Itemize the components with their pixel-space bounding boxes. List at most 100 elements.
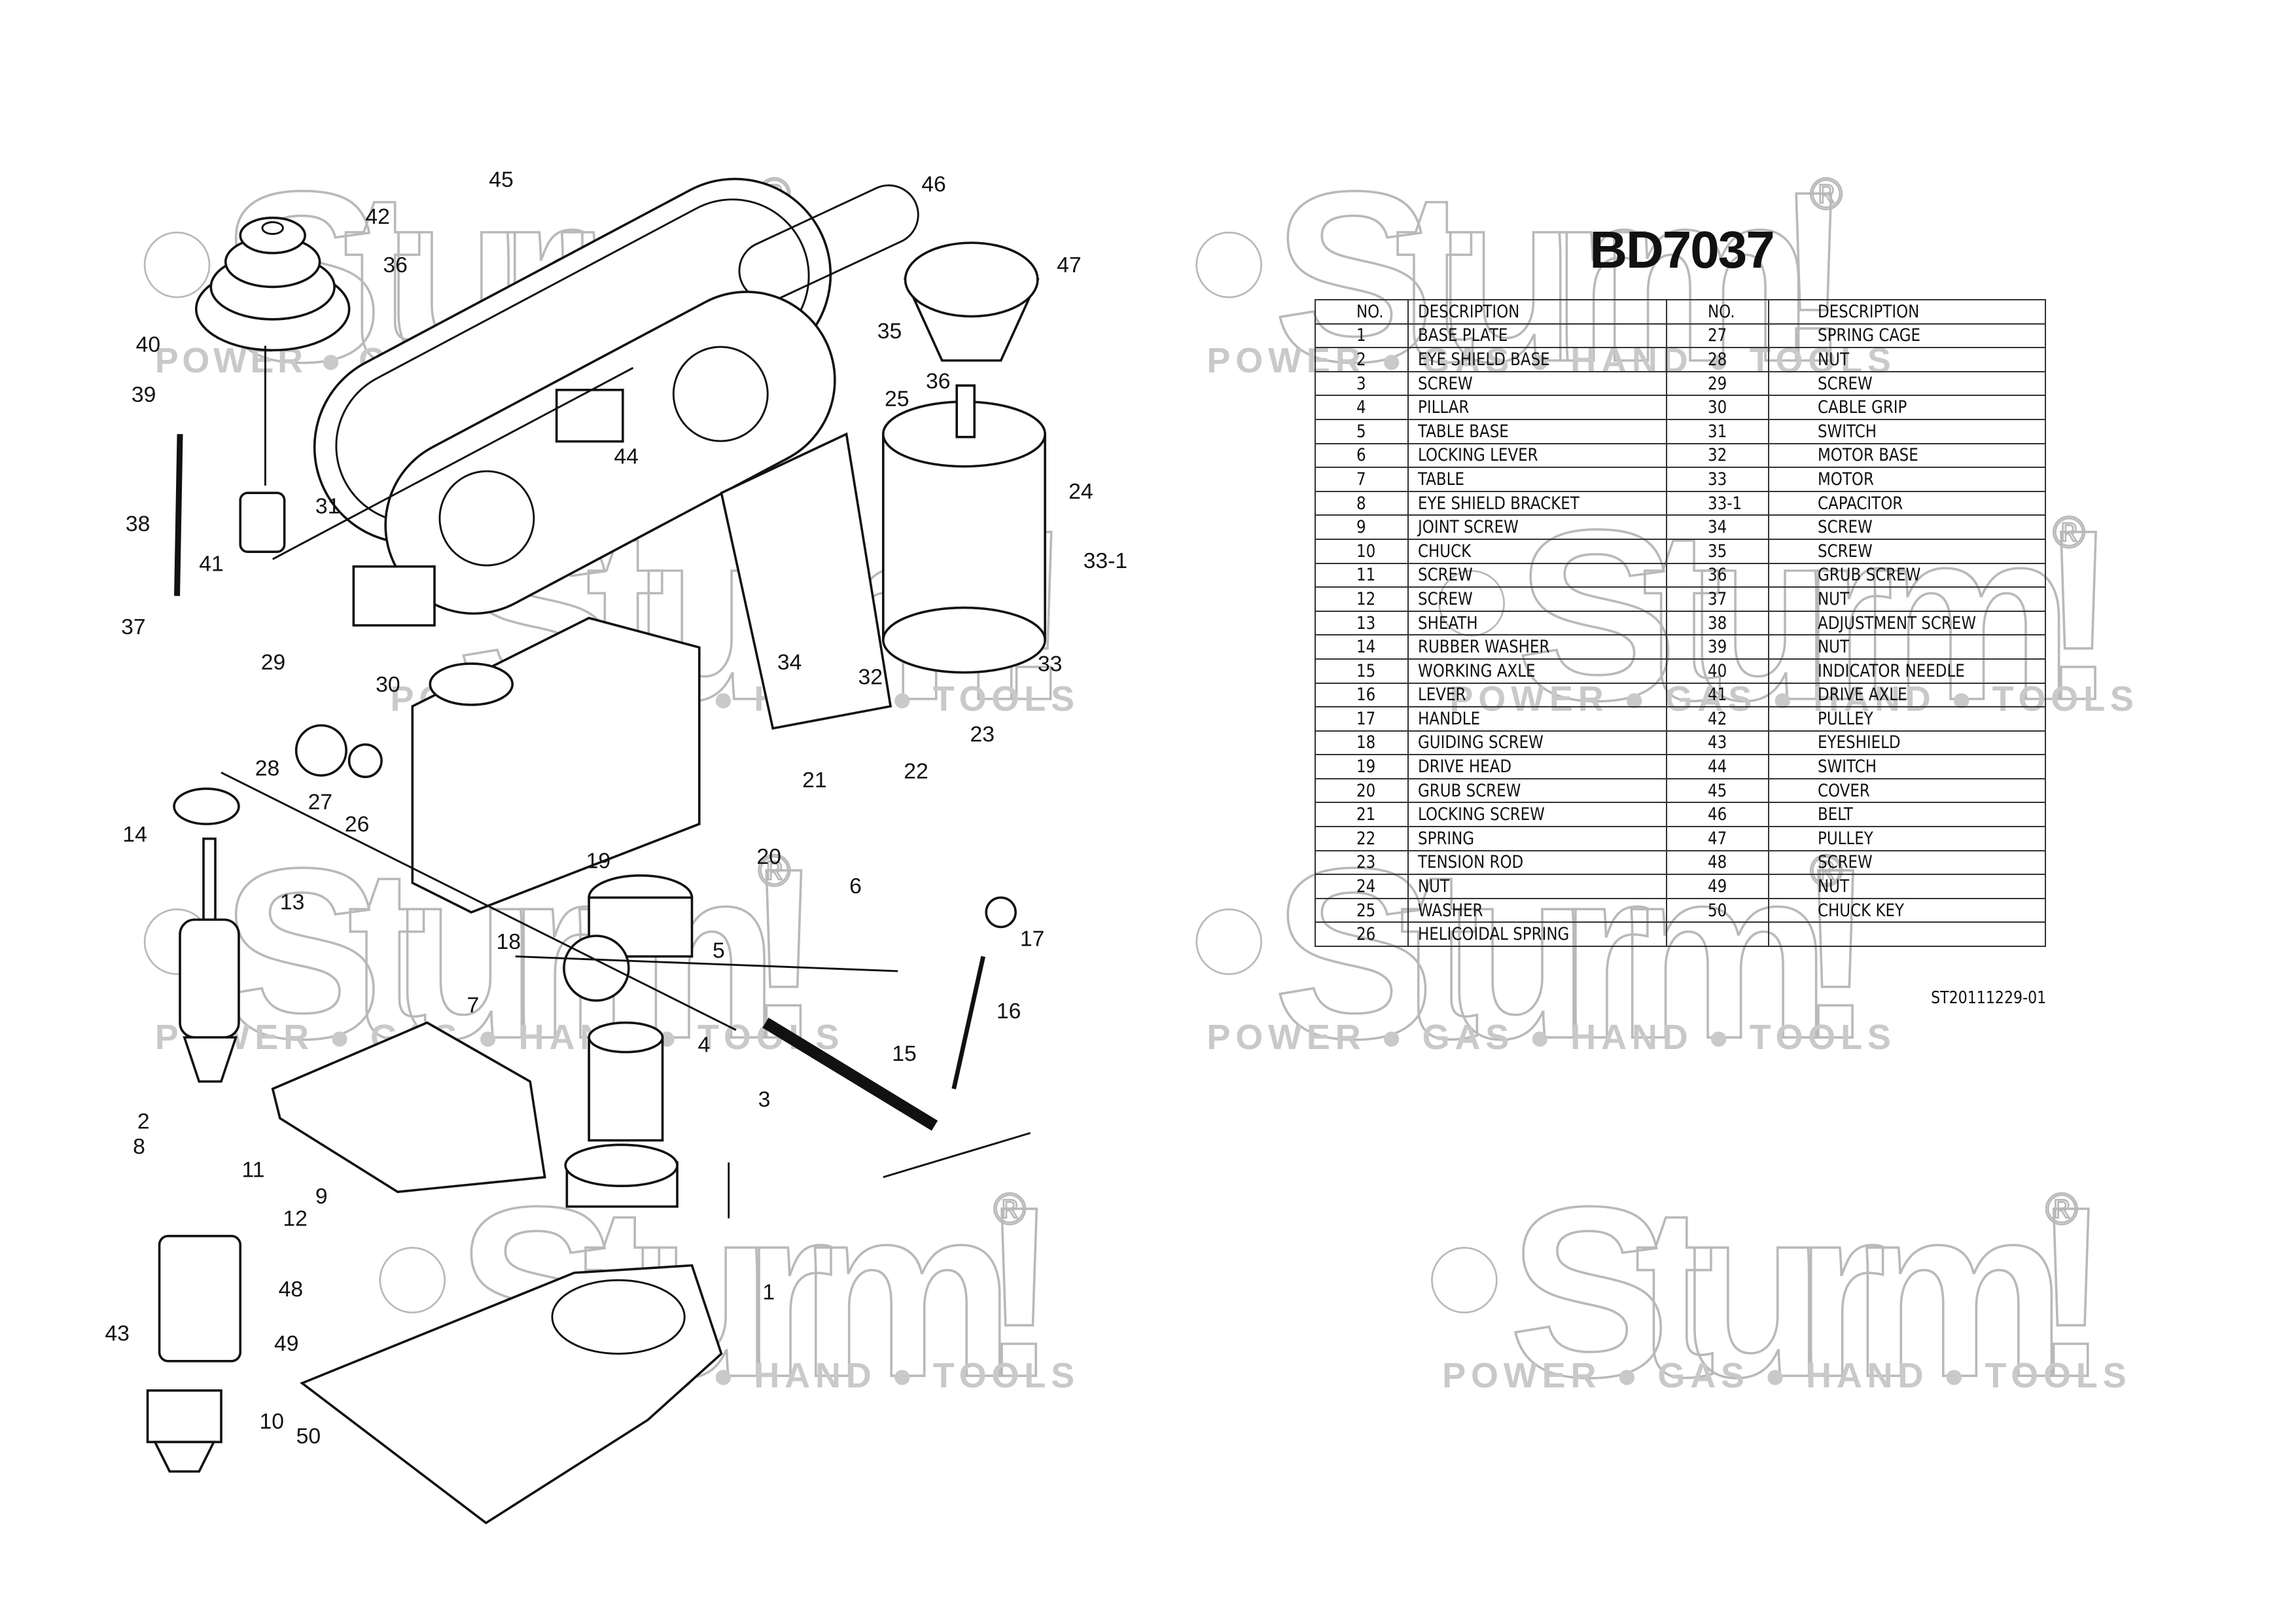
part-number: 34 <box>1666 514 1769 540</box>
callout: 28 <box>255 756 280 781</box>
part-number: 36 <box>1666 562 1769 588</box>
part-lever <box>951 955 985 1090</box>
part-number: 9 <box>1315 514 1409 540</box>
callout: 35 <box>877 319 902 344</box>
callout: 22 <box>904 758 928 783</box>
header-description: DESCRIPTION <box>1768 299 2046 325</box>
callout: 48 <box>279 1277 304 1302</box>
document-id: ST20111229-01 <box>1930 988 2046 1008</box>
part-number: 44 <box>1666 754 1769 779</box>
part-description: SHEATH <box>1407 610 1667 636</box>
part-number: 29 <box>1666 370 1769 397</box>
part-number: 2 <box>1315 347 1409 372</box>
svg-text:Sturm!: Sturm! <box>1508 1156 2111 1427</box>
callout: 38 <box>126 512 150 537</box>
callout: 8 <box>133 1134 145 1159</box>
callout: 27 <box>308 790 333 815</box>
part-number: 24 <box>1315 874 1409 899</box>
callout: 37 <box>121 615 146 639</box>
part-description: INDICATOR NEEDLE <box>1768 658 2046 684</box>
callout: 44 <box>614 444 639 469</box>
part-description: SCREW <box>1407 370 1667 397</box>
callout: 7 <box>467 993 479 1018</box>
callout: 47 <box>1057 253 1082 277</box>
part-drive-axle <box>239 491 286 553</box>
callout: 32 <box>858 665 883 690</box>
callout: 29 <box>261 650 286 675</box>
callout: 41 <box>199 551 224 576</box>
callout: 19 <box>586 849 611 874</box>
part-number: 3 <box>1315 370 1409 397</box>
callout: 46 <box>921 171 946 196</box>
part-description: NUT <box>1407 874 1667 899</box>
part-description: GRUB SCREW <box>1407 777 1667 804</box>
callout: 17 <box>1020 927 1045 952</box>
callout: 14 <box>122 822 147 847</box>
part-number: 10 <box>1315 538 1409 564</box>
part-description: TENSION ROD <box>1407 849 1667 876</box>
part-number: 38 <box>1666 610 1769 636</box>
part-eyeshield <box>158 1234 242 1363</box>
part-base-plate <box>300 1264 723 1525</box>
part-number: 26 <box>1315 921 1409 948</box>
part-number: 1 <box>1315 323 1409 349</box>
callout: 30 <box>376 672 400 697</box>
callout: 23 <box>970 722 995 747</box>
part-description: SCREW <box>1768 514 2046 540</box>
part-pillar <box>564 1021 679 1208</box>
part-number: 31 <box>1666 418 1769 444</box>
callout: 36 <box>926 369 951 394</box>
part-description: RUBBER WASHER <box>1407 634 1667 660</box>
part-switch-44 <box>555 389 624 443</box>
part-description <box>1768 921 2046 948</box>
part-description: SCREW <box>1407 586 1667 612</box>
callout: 33 <box>1038 651 1063 676</box>
part-number: 40 <box>1666 658 1769 684</box>
part-number: 25 <box>1315 897 1409 923</box>
svg-text:®: ® <box>758 847 791 896</box>
callout: 2 <box>137 1109 150 1134</box>
callout: 15 <box>892 1041 917 1066</box>
part-number: 41 <box>1666 682 1769 708</box>
part-description: GUIDING SCREW <box>1407 730 1667 756</box>
part-number: 15 <box>1315 658 1409 684</box>
part-description: PILLAR <box>1407 395 1667 420</box>
part-sheath <box>173 787 240 1083</box>
part-number: 46 <box>1666 802 1769 828</box>
part-number: 33-1 <box>1666 490 1769 516</box>
part-number: 18 <box>1315 730 1409 756</box>
callout: 18 <box>496 929 521 954</box>
part-number: 28 <box>1666 347 1769 372</box>
callout: 42 <box>365 204 390 229</box>
part-number: 8 <box>1315 490 1409 516</box>
part-description: JOINT SCREW <box>1407 514 1667 540</box>
part-description: CHUCK KEY <box>1768 897 2046 923</box>
part-description: TABLE BASE <box>1407 418 1667 444</box>
part-description: CABLE GRIP <box>1768 395 2046 420</box>
part-description: PULLEY <box>1768 706 2046 732</box>
callout: 11 <box>241 1158 264 1183</box>
svg-text:POWER ● GAS ● HAND ● TOOLS: POWER ● GAS ● HAND ● TOOLS <box>155 1018 839 1057</box>
callout: 50 <box>296 1424 321 1449</box>
part-description: SCREW <box>1768 538 2046 564</box>
part-number: 20 <box>1315 777 1409 804</box>
part-description: GRUB SCREW <box>1768 562 2046 588</box>
part-description: WASHER <box>1407 897 1667 923</box>
part-description: ADJUSTMENT SCREW <box>1768 610 2046 636</box>
part-description: NUT <box>1768 347 2046 372</box>
callout: 36 <box>383 253 408 277</box>
part-working-axle <box>762 1017 938 1131</box>
header-no: NO. <box>1315 299 1409 325</box>
part-number: 7 <box>1315 467 1409 492</box>
